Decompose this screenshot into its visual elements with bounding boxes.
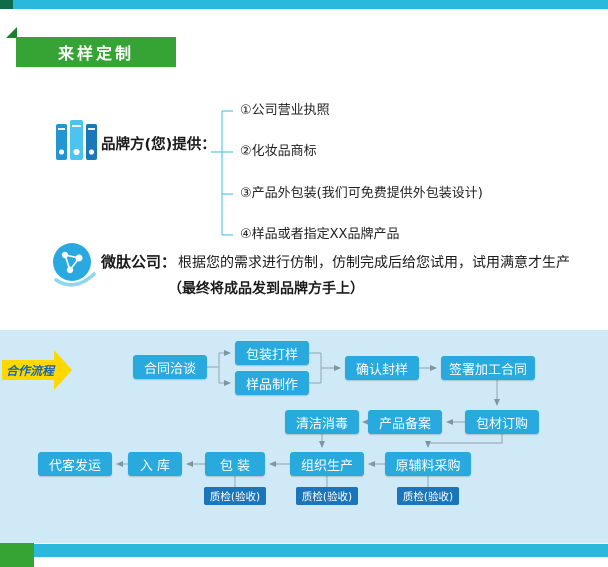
flow-node-confirm-sealed-sample: 确认封样 <box>345 356 419 380</box>
company-note: （最终将成品发到品牌方手上） <box>168 281 364 297</box>
process-arrow-label: 合作流程 <box>5 364 54 378</box>
flow-node-qc-inspection: 质检(验收) <box>296 487 358 505</box>
flow-node-sample-making: 样品制作 <box>235 371 309 395</box>
flow-node-organize-production: 组织生产 <box>290 452 364 476</box>
molecule-icon <box>53 243 96 287</box>
provide-item: ②化妆品商标 <box>240 144 317 159</box>
ribbon-fold <box>6 27 17 38</box>
flow-node-warehousing: 入 库 <box>128 452 182 476</box>
flow-node-contract-negotiation: 合同洽谈 <box>133 355 207 379</box>
provide-item: ④样品或者指定XX品牌产品 <box>240 227 400 242</box>
bracket-lines <box>211 110 233 236</box>
top-accent-bar <box>0 0 608 9</box>
provide-item: ③产品外包装(我们可免费提供外包装设计) <box>240 186 483 201</box>
flow-node-packaging-material-order: 包材订购 <box>465 410 539 434</box>
bottom-left-corner-block <box>0 540 34 567</box>
flow-node-qc-inspection: 质检(验收) <box>204 487 266 505</box>
company-description-line: 微肽公司：根据您的需求进行仿制，仿制完成后给您试用，试用满意才生产 <box>101 251 570 272</box>
flow-node-cleaning-disinfection: 清洁消毒 <box>285 410 359 434</box>
flow-node-product-filing: 产品备案 <box>368 410 442 434</box>
flow-node-raw-material-purchase: 原辅料采购 <box>385 452 471 476</box>
top-left-corner-block <box>0 0 13 9</box>
section-banner-label: 来样定制 <box>57 44 134 63</box>
company-description: 根据您的需求进行仿制，仿制完成后给您试用，试用满意才生产 <box>178 255 571 271</box>
provide-item: ①公司营业执照 <box>240 103 330 118</box>
flow-node-packaging-proofing: 包装打样 <box>235 341 309 365</box>
flow-node-customer-shipping: 代客发运 <box>38 452 112 476</box>
company-label: 微肽公司： <box>101 253 177 271</box>
bottom-accent-bar <box>20 544 608 557</box>
flow-node-qc-inspection: 质检(验收) <box>397 487 459 505</box>
section-banner: 来样定制 <box>16 37 176 67</box>
flow-node-sign-processing-contract: 签署加工合同 <box>441 356 535 380</box>
flow-node-packaging: 包 装 <box>205 452 265 476</box>
provide-section-label: 品牌方(您)提供： <box>101 137 216 153</box>
folders-icon <box>56 120 97 160</box>
